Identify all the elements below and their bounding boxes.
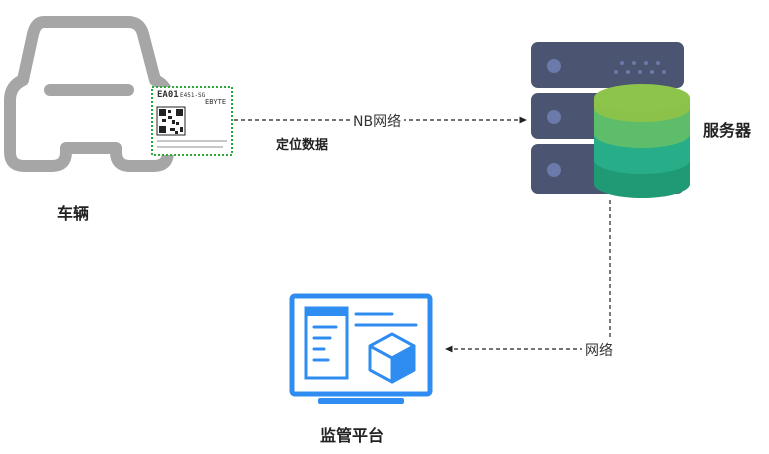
- monitor-icon: [289, 293, 433, 404]
- server-label: 服务器: [703, 121, 752, 140]
- edge-server-to-platform: [445, 200, 611, 353]
- database-icon: [594, 84, 690, 198]
- module-brand-text: EBYTE: [205, 98, 226, 106]
- vehicle-label: 车辆: [57, 204, 90, 223]
- module-model-text: EA01: [157, 90, 179, 100]
- edge-label-network: 网络: [582, 340, 616, 360]
- qr-code-icon: [156, 106, 186, 136]
- platform-label: 监管平台: [320, 426, 385, 445]
- edge-sublabel-location-data: 定位数据: [276, 138, 329, 153]
- edge-label-nb-network: NB网络: [350, 111, 405, 131]
- cube-icon: [368, 332, 416, 384]
- module-submodel-text: E451-SG: [180, 92, 206, 99]
- car-icon: [4, 16, 174, 172]
- module-chip: EA01 E451-SG EBYTE: [151, 86, 233, 156]
